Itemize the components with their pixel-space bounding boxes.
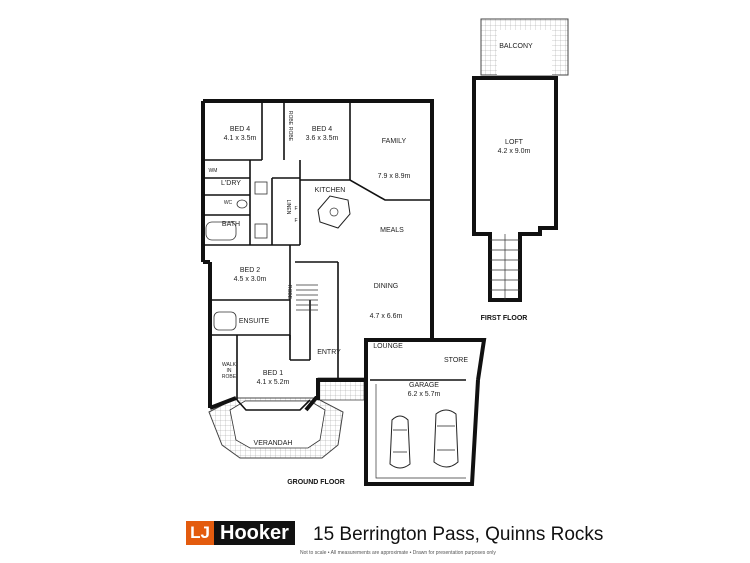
car-icon [389,415,411,469]
fridge-label: F [294,218,297,224]
fridge-label: F [294,206,297,212]
first-floor [472,18,569,302]
ensuite-label: ENSUITE [239,318,270,325]
lounge-label: LOUNGE [373,343,403,350]
bed4-a-size: 4.1 x 3.5m [224,135,257,142]
car-icon [433,409,459,468]
loft-size: 4.2 x 9.0m [498,148,531,155]
bed4-b-size: 3.6 x 3.5m [306,135,339,142]
bed1-label: BED 1 [263,370,283,377]
bed2-label: BED 2 [240,267,260,274]
store-label: STORE [444,357,468,364]
walkin-line2: IN [227,368,232,374]
meals-label: MEALS [380,227,404,234]
balcony-floor [497,30,552,75]
floor-plan: BED 4 4.1 x 3.5m BED 4 3.6 x 3.5m FAMILY… [201,18,569,486]
room-labels: BED 4 4.1 x 3.5m BED 4 3.6 x 3.5m FAMILY… [209,43,533,486]
robe-label: ROBE [287,111,293,126]
entry-label: ENTRY [317,349,341,356]
wc-label: WC [224,200,233,206]
bed4-a-label: BED 4 [230,126,250,133]
first-floor-label: FIRST FLOOR [481,315,528,322]
garage-label: GARAGE [409,382,439,389]
disclaimer: Not to scale • All measurements are appr… [300,550,496,556]
balcony-label: BALCONY [499,43,533,50]
loft-label: LOFT [505,139,524,146]
robe-label: ROBE [286,285,292,300]
logo-mark: LJ [186,521,214,545]
garage-size: 6.2 x 5.7m [408,391,441,398]
kitchen-island [317,195,351,229]
dining-size: 4.7 x 6.6m [370,313,403,320]
lj-hooker-logo: LJ Hooker [186,521,295,545]
ground-floor [201,99,487,486]
logo-name: Hooker [214,521,295,545]
dining-label: DINING [374,283,399,290]
walkin-line1: WALK [222,362,237,368]
linen-label: LINEN [285,200,291,215]
bed1-size: 4.1 x 5.2m [257,379,290,386]
bath-label: BATH [222,221,240,228]
laundry-label: L'DRY [221,180,241,187]
bed4-b-label: BED 4 [312,126,332,133]
kitchen-label: KITCHEN [315,187,346,194]
family-size: 7.9 x 8.9m [378,173,411,180]
property-address: 15 Berrington Pass, Quinns Rocks [313,524,604,545]
verandah-label: VERANDAH [254,440,293,447]
wm-label: WM [209,168,218,174]
ground-floor-label: GROUND FLOOR [287,479,345,486]
bed2-size: 4.5 x 3.0m [234,276,267,283]
robe-label: ROBE [287,127,293,142]
family-label: FAMILY [382,138,407,145]
walkin-line3: ROBE [222,374,237,380]
